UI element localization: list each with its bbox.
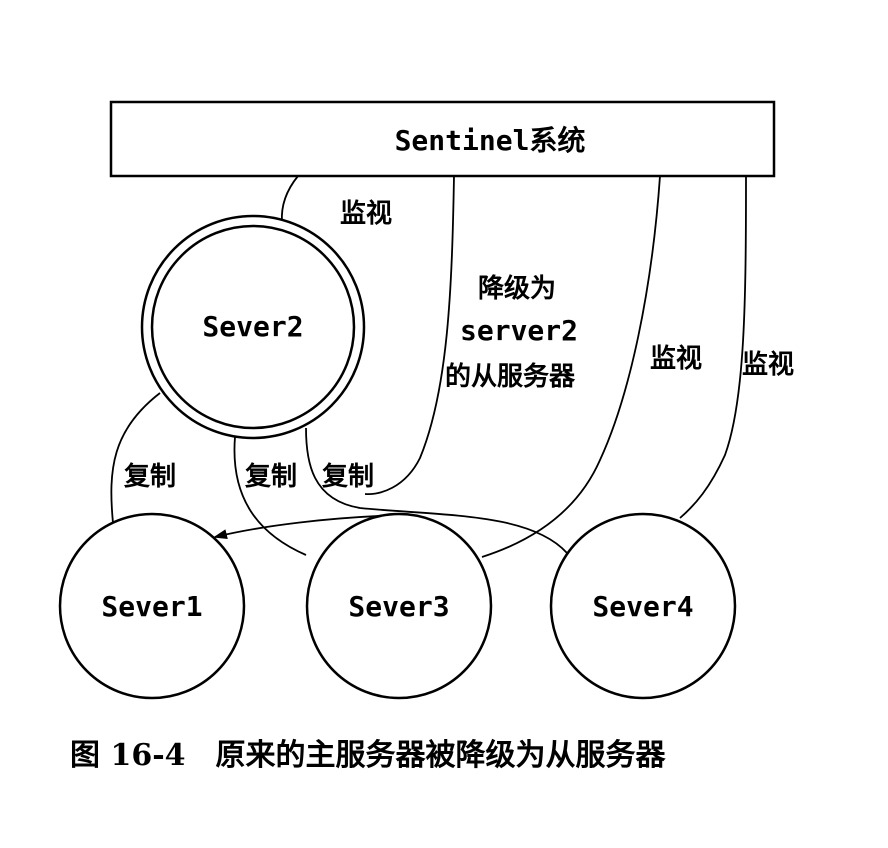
monitor-server4-edge [679,175,747,519]
server3-circle [305,512,493,700]
server3-label: Sever3 [348,590,449,623]
server4-circle [549,512,737,700]
monitor-server3-label: 监视 [650,344,702,374]
sentinel-box [109,100,776,178]
replicate-server3-edge [233,436,307,556]
server4-label: Sever4 [592,590,693,623]
server1-label: Sever1 [101,590,202,623]
monitor-server2-edge [280,175,299,223]
server2-inner-circle [150,224,356,430]
demote-edge [364,175,455,495]
server1-circle [58,512,246,700]
demote-label-line2: server2 [460,314,578,347]
server2-label: Sever2 [202,310,303,343]
demote-label-line1: 降级为 [478,273,556,304]
demote-label-line3: 的从服务器 [445,361,576,392]
replicate-label-2: 复制 [245,462,297,492]
figure-caption: 图 16-4 原来的主服务器被降级为从服务器 [70,738,667,773]
replicate-server4-edge [305,427,568,554]
replicate-server1-edge [110,392,161,524]
sentinel-label: Sentinel系统 [395,124,586,157]
monitor-server4-label: 监视 [742,350,794,380]
replicate-label-3: 复制 [322,462,374,492]
monitor-server2-label: 监视 [340,199,392,229]
replicate-label-1: 复制 [124,462,176,492]
